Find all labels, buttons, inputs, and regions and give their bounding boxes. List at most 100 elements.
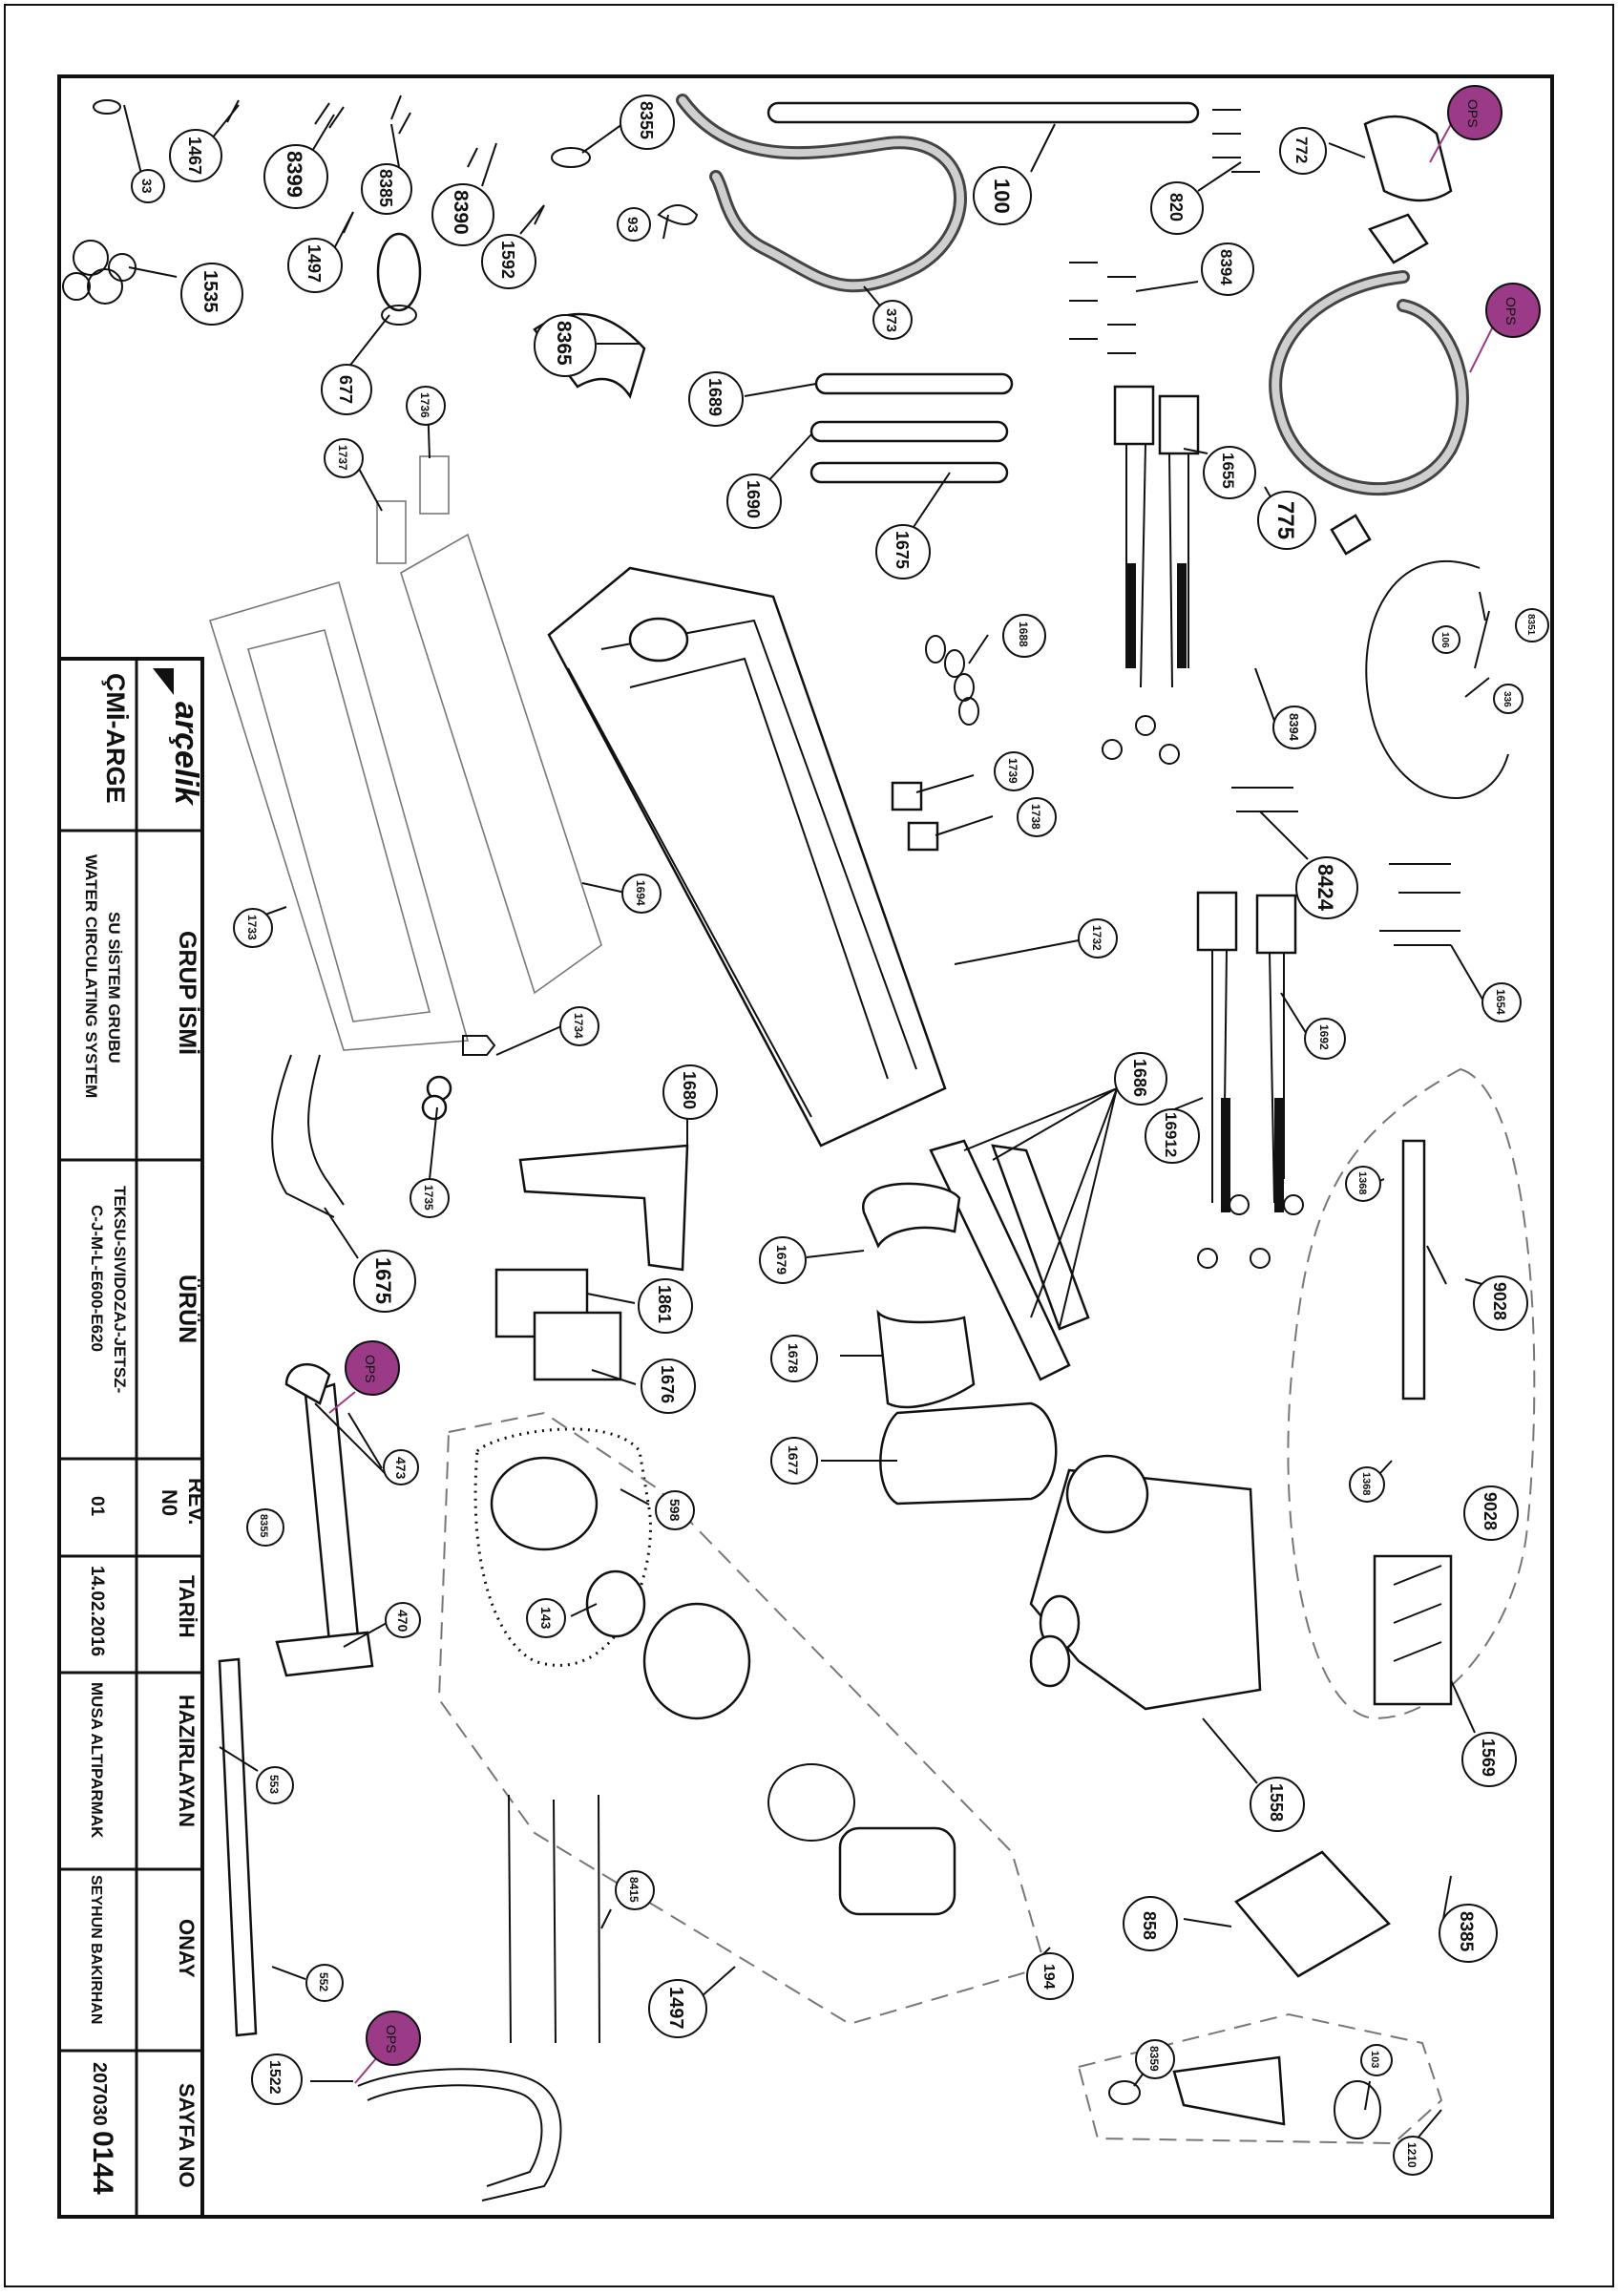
ops-markers: OPS OPS OPS OPS xyxy=(328,85,1541,2084)
callout-1654: 1654 xyxy=(1481,982,1522,1022)
callout-775: 775 xyxy=(1257,491,1316,550)
svg-text:1558: 1558 xyxy=(1267,1783,1286,1822)
date-value: 14.02.2016 xyxy=(87,1566,107,1656)
svg-text:8355: 8355 xyxy=(258,1514,269,1537)
svg-text:1679: 1679 xyxy=(774,1245,789,1274)
callout-100: 100 xyxy=(973,166,1032,225)
svg-text:143: 143 xyxy=(538,1607,554,1630)
callout-1738: 1738 xyxy=(1017,797,1057,837)
callout-1677: 1677 xyxy=(770,1437,818,1485)
callout-8390: 8390 xyxy=(431,183,494,246)
rev-header-1: REV. xyxy=(184,1478,208,1525)
callout-8351: 8351 xyxy=(1515,608,1549,642)
svg-text:1733: 1733 xyxy=(245,915,259,940)
svg-text:1522: 1522 xyxy=(266,2060,283,2095)
svg-text:8390: 8390 xyxy=(450,190,472,235)
callout-1690: 1690 xyxy=(726,474,782,529)
callout-1694: 1694 xyxy=(621,874,662,914)
svg-text:1736: 1736 xyxy=(418,392,431,418)
callout-8394b: 8394 xyxy=(1272,706,1316,749)
svg-text:1738: 1738 xyxy=(1029,804,1042,830)
svg-text:OPS: OPS xyxy=(1465,99,1481,128)
callout-1734: 1734 xyxy=(559,1006,599,1046)
callout-1735: 1735 xyxy=(410,1178,450,1218)
svg-text:1739: 1739 xyxy=(1006,758,1019,784)
callout-93: 93 xyxy=(617,207,651,242)
svg-text:33: 33 xyxy=(139,179,155,194)
svg-text:1535: 1535 xyxy=(200,270,221,313)
part-drawings xyxy=(62,94,1536,2201)
svg-text:1734: 1734 xyxy=(572,1013,585,1039)
svg-text:1592: 1592 xyxy=(498,241,517,279)
svg-text:1688: 1688 xyxy=(1017,621,1030,647)
ops-marker-4: OPS xyxy=(354,2011,421,2084)
svg-text:1497: 1497 xyxy=(305,244,324,283)
callout-1676: 1676 xyxy=(641,1359,696,1414)
callout-1739: 1739 xyxy=(994,751,1034,791)
callout-16912: 16912 xyxy=(1145,1108,1200,1164)
callout-1861: 1861 xyxy=(638,1278,693,1334)
svg-text:8394: 8394 xyxy=(1287,713,1301,742)
svg-text:1732: 1732 xyxy=(1090,925,1103,951)
svg-text:598: 598 xyxy=(667,1499,683,1522)
svg-text:1368: 1368 xyxy=(1360,1472,1372,1495)
svg-text:1737: 1737 xyxy=(336,445,349,471)
callout-858: 858 xyxy=(1123,1896,1178,1951)
svg-text:1654: 1654 xyxy=(1494,989,1507,1015)
callout-8359: 8359 xyxy=(1135,2039,1175,2079)
svg-text:1694: 1694 xyxy=(634,880,647,906)
prepared-header: HAZIRLAYAN xyxy=(175,1695,199,1827)
callout-33: 33 xyxy=(131,169,165,203)
callout-1655: 1655 xyxy=(1203,446,1256,499)
svg-text:473: 473 xyxy=(393,1457,409,1480)
callout-1732: 1732 xyxy=(1078,918,1118,958)
callout-8424: 8424 xyxy=(1295,856,1358,919)
svg-text:8399: 8399 xyxy=(283,151,306,198)
svg-text:775: 775 xyxy=(1272,501,1298,539)
approved-header: ONAY xyxy=(175,1919,199,1978)
rev-header-2: N0 xyxy=(158,1489,181,1516)
callout-1675a: 1675 xyxy=(875,524,931,579)
callout-8394a: 8394 xyxy=(1201,242,1254,296)
callout-1497: 1497 xyxy=(287,238,343,293)
callout-598: 598 xyxy=(655,1490,695,1530)
svg-text:16912: 16912 xyxy=(1162,1112,1180,1157)
svg-text:1735: 1735 xyxy=(422,1185,435,1211)
svg-text:9028: 9028 xyxy=(1490,1282,1509,1320)
svg-text:1569: 1569 xyxy=(1479,1738,1498,1777)
callout-553: 553 xyxy=(256,1766,294,1804)
callout-1692: 1692 xyxy=(1304,1018,1346,1060)
svg-text:106: 106 xyxy=(1439,632,1450,648)
callout-1558: 1558 xyxy=(1250,1777,1305,1832)
svg-text:1692: 1692 xyxy=(1317,1024,1331,1050)
callout-1535: 1535 xyxy=(180,263,243,326)
svg-text:194: 194 xyxy=(1040,1964,1057,1990)
svg-text:1676: 1676 xyxy=(658,1365,677,1403)
page-outer-border xyxy=(4,4,1614,2287)
svg-text:1675: 1675 xyxy=(893,531,912,569)
svg-text:1210: 1210 xyxy=(1405,2142,1418,2168)
callout-8415: 8415 xyxy=(615,1870,655,1910)
svg-text:1690: 1690 xyxy=(744,480,763,518)
callout-1688: 1688 xyxy=(1002,614,1046,658)
callout-1467: 1467 xyxy=(169,129,222,182)
group-name-en: WATER CIRCULATING SYSTEM xyxy=(82,854,100,1098)
product-line-1: TEKSU-SIVIDOZAJ-JETSZ- xyxy=(111,1186,129,1393)
callout-1678: 1678 xyxy=(770,1335,818,1382)
arcelik-logo-icon xyxy=(153,668,174,695)
callout-8355b: 8355 xyxy=(246,1508,284,1547)
callout-1368b: 1368 xyxy=(1349,1466,1385,1503)
callout-1736: 1736 xyxy=(406,386,446,426)
date-header: TARİH xyxy=(175,1575,199,1638)
svg-text:8394: 8394 xyxy=(1217,249,1235,285)
callout-1689: 1689 xyxy=(688,371,744,427)
rev-value: 01 xyxy=(87,1496,107,1517)
svg-text:1467: 1467 xyxy=(185,137,204,175)
ops-marker-1: OPS xyxy=(1429,85,1502,163)
title-block: arçelik ÇMİ-ARGE GRUP İSMİ SU SİSTEM GRU… xyxy=(57,657,208,2219)
svg-text:8385: 8385 xyxy=(376,169,395,207)
svg-text:336: 336 xyxy=(1502,691,1512,707)
svg-text:1689: 1689 xyxy=(705,378,725,416)
ops-marker-3: OPS xyxy=(328,1340,400,1414)
callout-820: 820 xyxy=(1150,181,1204,235)
